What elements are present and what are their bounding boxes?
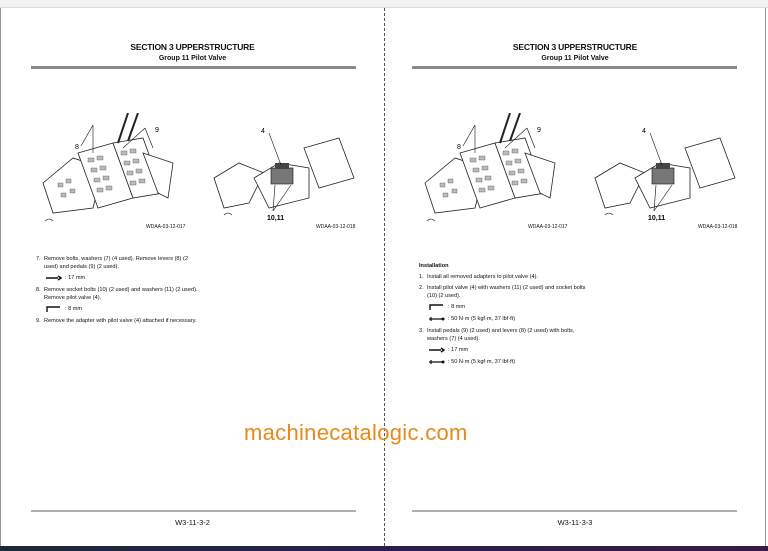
header-rule	[412, 66, 737, 69]
section-title: SECTION 3 UPPERSTRUCTURE	[130, 42, 255, 52]
figure-pedals: 8 9	[415, 112, 565, 230]
label-8: 8	[457, 144, 461, 151]
label-9: 9	[537, 127, 541, 134]
figure-caption: WDAA-03-12-017	[528, 224, 568, 230]
wrench-icon	[46, 275, 62, 281]
label-4: 4	[642, 128, 646, 135]
label-10-11: 10,11	[267, 215, 284, 222]
step-text: Remove socket bolts (10) (2 used) and wa…	[44, 287, 198, 301]
step-1: 1.Install all removed adapters to pilot …	[419, 273, 589, 281]
tool-value: : 17 mm	[65, 275, 86, 281]
tool-spec: : 8 mm	[429, 303, 589, 311]
watermark: machinecatalogic.com	[244, 420, 468, 445]
footer-rule	[31, 510, 356, 512]
tool-value: : 17 mm	[448, 347, 469, 353]
group-title: Group 11 Pilot Valve	[541, 55, 609, 62]
torque-wrench-icon	[429, 359, 445, 365]
label-9: 9	[155, 127, 159, 134]
step-3: 3.Install pedals (9) (2 used) and levers…	[419, 327, 589, 343]
step-text: Install all removed adapters to pilot va…	[427, 274, 538, 280]
footer-rule	[412, 510, 737, 512]
page-right: SECTION 3 UPPERSTRUCTURE Group 11 Pilot …	[385, 8, 766, 546]
step-number: 8.	[36, 287, 41, 293]
hex-key-icon	[46, 305, 61, 313]
figure-caption: WDAA-03-12-018	[316, 224, 356, 230]
step-8: 8.Remove socket bolts (10) (2 used) and …	[36, 286, 201, 302]
step-text: Install pedals (9) (2 used) and levers (…	[427, 328, 575, 342]
tool-value: : 8 mm	[65, 306, 83, 312]
figure-pilot-valve: 4 10,11	[209, 123, 359, 228]
page-number: W3-11-3-2	[175, 518, 210, 527]
window-bottom-edge	[0, 546, 768, 551]
installation-heading: Installation	[419, 263, 449, 269]
step-text: Install pilot valve (4) with washers (11…	[427, 285, 586, 299]
hex-key-icon	[429, 303, 444, 311]
step-number: 1.	[419, 274, 424, 280]
step-2: 2.Install pilot valve (4) with washers (…	[419, 284, 589, 300]
installation-steps: Installation 1.Install all removed adapt…	[419, 262, 589, 370]
label-10-11: 10,11	[648, 215, 665, 222]
page-number: W3-11-3-3	[557, 518, 593, 527]
step-number: 3.	[419, 328, 424, 334]
step-text: Remove the adapter with pilot valve (4) …	[44, 318, 197, 324]
label-4: 4	[261, 128, 265, 135]
figure-caption: WDAA-03-12-018	[698, 224, 738, 230]
figure-pedals: 8 9	[33, 112, 183, 230]
group-title: Group 11 Pilot Valve	[158, 55, 227, 62]
torque-value: : 50 N·m (5 kgf·m, 37 lbf·ft)	[448, 316, 516, 322]
tool-value: : 8 mm	[448, 304, 466, 310]
step-number: 2.	[419, 285, 424, 291]
figure-caption: WDAA-03-12-017	[146, 224, 186, 230]
step-number: 7.	[36, 256, 41, 262]
torque-spec: : 50 N·m (5 kgf·m, 37 lbf·ft)	[429, 358, 589, 366]
removal-steps: 7.Remove bolts, washers (7) (4 used). Re…	[36, 255, 201, 328]
step-9: 9.Remove the adapter with pilot valve (4…	[36, 317, 201, 325]
label-8: 8	[75, 144, 79, 151]
section-title: SECTION 3 UPPERSTRUCTURE	[512, 42, 638, 52]
tool-spec: : 8 mm	[46, 305, 201, 313]
torque-spec: : 50 N·m (5 kgf·m, 37 lbf·ft)	[429, 315, 589, 323]
tool-spec: : 17 mm	[429, 346, 589, 354]
wrench-icon	[429, 347, 445, 353]
page-divider	[384, 8, 385, 546]
step-7: 7.Remove bolts, washers (7) (4 used). Re…	[36, 255, 201, 271]
step-number: 9.	[36, 318, 41, 324]
torque-wrench-icon	[429, 316, 445, 322]
step-text: Remove bolts, washers (7) (4 used). Remo…	[44, 256, 188, 270]
page-left: SECTION 3 UPPERSTRUCTURE Group 11 Pilot …	[0, 8, 384, 546]
figure-pilot-valve: 4 10,11	[590, 123, 740, 228]
torque-value: : 50 N·m (5 kgf·m, 37 lbf·ft)	[448, 359, 516, 365]
viewer-toolbar	[0, 0, 768, 8]
tool-spec: : 17 mm	[46, 274, 201, 282]
header-rule	[31, 66, 356, 69]
